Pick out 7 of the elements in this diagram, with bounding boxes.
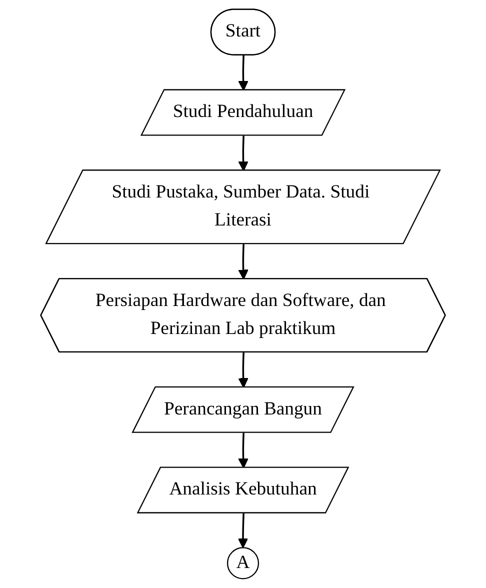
arrow: [238, 513, 248, 548]
arrow: [238, 352, 248, 388]
arrow: [238, 244, 248, 280]
node-circle: A: [226, 547, 260, 580]
arrow: [238, 55, 248, 91]
arrow: [238, 432, 248, 468]
arrow: [238, 136, 248, 172]
